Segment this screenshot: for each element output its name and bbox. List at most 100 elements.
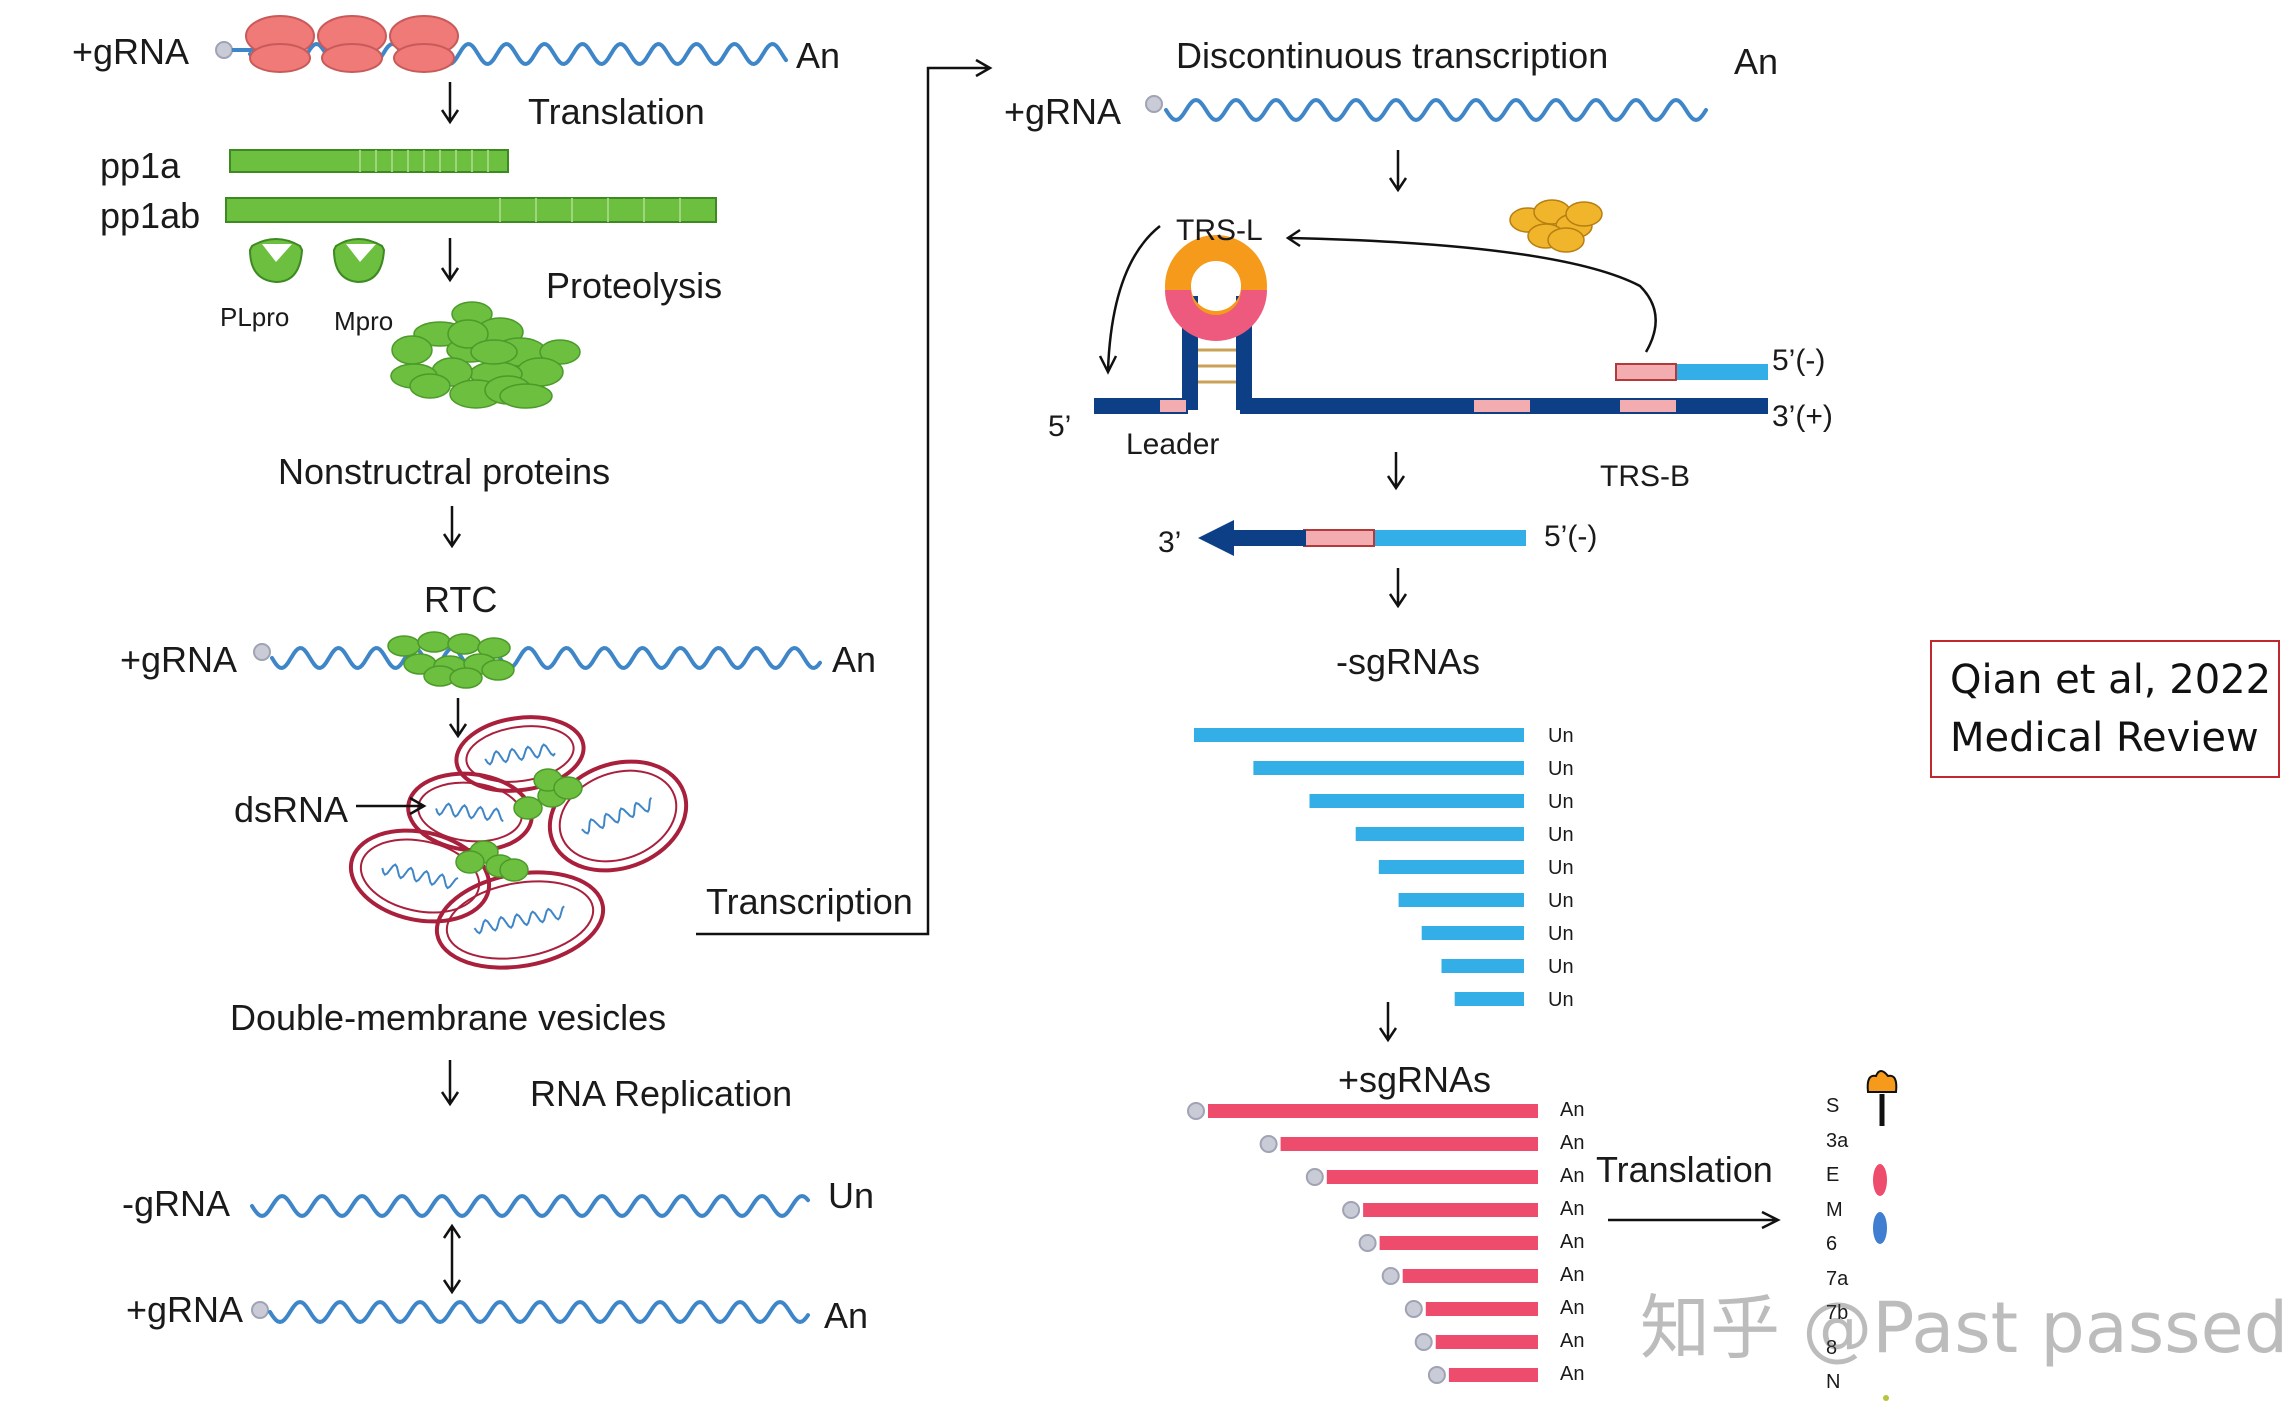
rdrp-blob-4 — [1565, 201, 1603, 227]
cap-top — [215, 41, 233, 59]
arrow-translation — [440, 82, 460, 125]
vesicle-inner-3 — [359, 838, 481, 914]
protein-label-3: M — [1826, 1198, 1843, 1221]
trs-body-mark-2 — [1620, 400, 1676, 412]
vesicle-outer-3 — [348, 828, 492, 924]
minus-dark — [1226, 530, 1306, 546]
arrow-switch — [1285, 228, 1657, 353]
neg-sgrna-label-7: Un — [1548, 956, 1574, 978]
loop-hole — [1196, 266, 1236, 306]
label-An-rep: An — [824, 1295, 869, 1336]
vesicle-inner-0 — [465, 725, 575, 783]
pos-sgrna-label-1: An — [1560, 1132, 1585, 1154]
label-gRNA-disc: +gRNA — [1004, 91, 1122, 132]
pos-sgrna-label-8: An — [1560, 1363, 1585, 1385]
arrow-disc — [1388, 150, 1408, 193]
label-dmv: Double-membrane vesicles — [230, 997, 667, 1038]
rtc-blob-2 — [447, 633, 481, 655]
pos-sgrna-cap-4 — [1358, 1234, 1377, 1252]
label-trs-l: TRS-L — [1176, 214, 1263, 247]
arrow-to-rtc — [442, 506, 462, 549]
vesicle-outer-2 — [547, 759, 689, 873]
neg-sgrna-bar-0 — [1194, 728, 1524, 742]
arrow-transcription — [696, 58, 993, 936]
vesicle-dsrna-0 — [484, 743, 556, 766]
pos-sgrna-label-6: An — [1560, 1297, 1585, 1319]
ribosome-small-1 — [321, 43, 383, 73]
label-translation: Translation — [528, 91, 705, 132]
vesicle-rtc-6 — [499, 858, 529, 882]
protein-label-4: 6 — [1826, 1233, 1838, 1255]
vesicle-inner-4 — [445, 880, 595, 960]
minus-trs — [1303, 529, 1375, 547]
label-trs-b: TRS-B — [1600, 460, 1690, 493]
label-rna-replication: RNA Replication — [530, 1073, 793, 1114]
protein-label-5: 7a — [1826, 1267, 1849, 1290]
nsp-blob-3 — [391, 335, 433, 365]
neg-sgrna-label-8: Un — [1548, 989, 1574, 1011]
pos-sgrna-label-3: An — [1560, 1198, 1585, 1220]
vesicle-dsrna-4 — [473, 905, 565, 935]
neg-sgrna-bar-8 — [1454, 992, 1524, 1006]
pos-sgrna-cap-6 — [1404, 1300, 1423, 1318]
neg-sgrna-label-0: Un — [1548, 725, 1574, 747]
label-five-prime: 5’ — [1048, 410, 1072, 443]
rna-disc-wave — [1164, 97, 1708, 123]
rna-neg-wave — [250, 1193, 810, 1219]
pos-sgrna-bar-4 — [1379, 1236, 1538, 1250]
neg-sgrna-label-1: Un — [1548, 758, 1574, 780]
label-pp1a: pp1a — [100, 145, 181, 186]
neg-sgrna-label-5: Un — [1548, 890, 1574, 912]
watermark: 知乎 @Past passed — [1640, 1287, 2289, 1369]
protein-label-1: 3a — [1826, 1129, 1849, 1152]
protein-label-2: E — [1826, 1164, 1840, 1186]
protein-label-7: 8 — [1826, 1336, 1838, 1359]
label-five-neg2: 5’(-) — [1544, 520, 1598, 553]
label-neg-sgrnas: -sgRNAs — [1336, 641, 1481, 682]
neg-sgrna-bar-1 — [1253, 761, 1524, 775]
label-pp1ab: pp1ab — [100, 195, 201, 236]
rtc-blob-1 — [417, 631, 451, 653]
arrow-proteolysis — [440, 238, 460, 283]
cap-replication — [251, 1301, 269, 1319]
rna-pos-wave — [268, 1299, 810, 1325]
neg-sgrna-label-4: Un — [1548, 857, 1574, 879]
protein-label-0: S — [1826, 1095, 1840, 1117]
label-three-pos: 3’(+) — [1772, 400, 1833, 433]
pos-sgrna-cap-7 — [1414, 1333, 1433, 1351]
arrow-to-neg-sgrnas — [1388, 568, 1408, 609]
vesicle-outer-0 — [454, 715, 586, 793]
pos-sgrna-bar-5 — [1402, 1269, 1538, 1283]
label-proteolysis: Proteolysis — [546, 265, 723, 306]
loop-pink — [1165, 289, 1267, 341]
arrow-leader — [1098, 225, 1161, 375]
pos-sgrna-label-7: An — [1560, 1330, 1585, 1352]
neg-sgrna-label-6: Un — [1548, 923, 1574, 945]
pos-sgrna-label-5: An — [1560, 1264, 1585, 1286]
plpro-notch — [262, 244, 292, 262]
label-gRNA-top: +gRNA — [72, 31, 190, 72]
label-Un-rep: Un — [828, 1175, 875, 1216]
label-An-disc: An — [1734, 41, 1779, 82]
arrow-to-vesicles — [448, 698, 468, 739]
pos-sgrna-bar-6 — [1425, 1302, 1538, 1316]
minus-arrowhead — [1198, 520, 1234, 556]
e-protein — [1873, 1164, 1887, 1196]
trs-leader-mark — [1160, 400, 1186, 412]
neg-sgrna-bar-4 — [1378, 860, 1524, 874]
pos-sgrna-label-2: An — [1560, 1165, 1585, 1187]
label-An-rtc: An — [832, 639, 877, 680]
neg-sgrna-bar-7 — [1441, 959, 1524, 973]
pos-sgrna-cap-8 — [1427, 1366, 1446, 1384]
pos-sgrna-bar-8 — [1448, 1368, 1538, 1382]
arrow-to-pos-sgrnas — [1378, 1002, 1398, 1043]
pos-sgrna-label-0: An — [1560, 1099, 1585, 1121]
neg-sgrna-label-3: Un — [1548, 824, 1574, 846]
label-dsrna: dsRNA — [234, 789, 349, 830]
label-An-top: An — [796, 35, 841, 76]
neg-sgrna-bar-3 — [1355, 827, 1524, 841]
pos-sgrna-cap-1 — [1259, 1135, 1278, 1153]
vesicle-inner-1 — [417, 781, 523, 843]
